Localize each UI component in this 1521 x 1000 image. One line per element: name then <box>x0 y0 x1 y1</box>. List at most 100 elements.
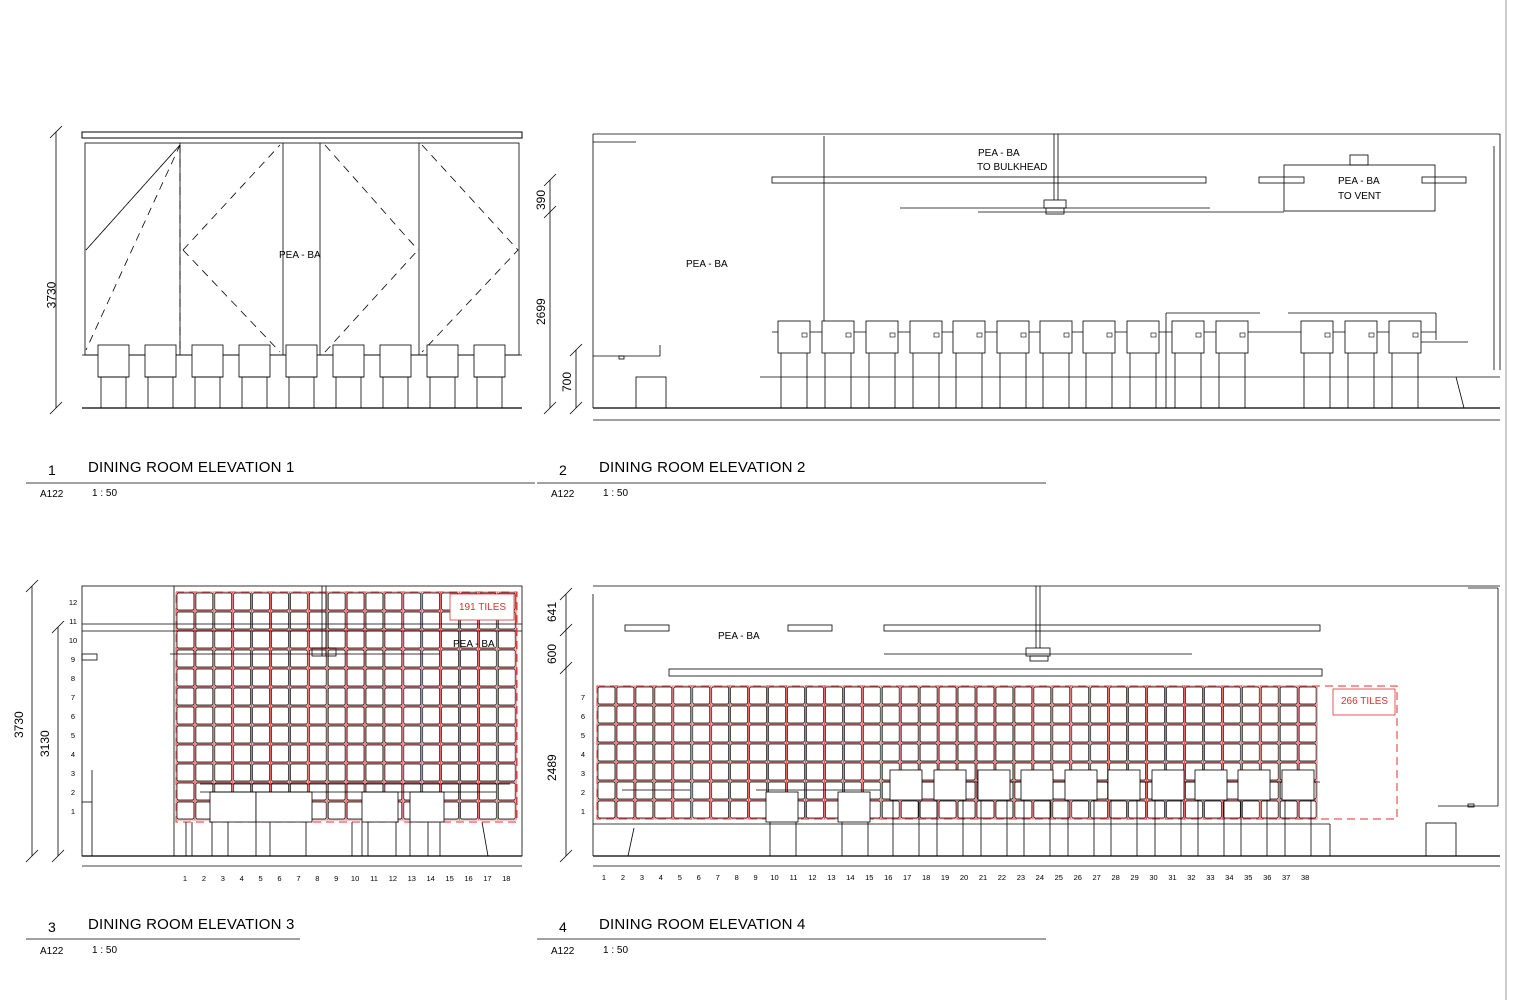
e4-tile-edge <box>710 780 730 801</box>
e4-tile <box>1185 705 1203 724</box>
e3-tile <box>233 706 251 725</box>
e4-col-tick: 3 <box>640 873 644 882</box>
e4-col-tick: 25 <box>1055 873 1063 882</box>
e4-tile <box>938 705 957 724</box>
e3-tile <box>365 649 384 668</box>
e4-tile-edge <box>1222 723 1242 744</box>
e3-tile <box>365 744 384 763</box>
e3-tile <box>233 763 251 782</box>
e4-tile <box>597 705 616 724</box>
e3-tile-edge <box>497 667 517 688</box>
e3-tile <box>195 744 214 763</box>
e4-tile <box>635 781 654 800</box>
e3-tile-edge <box>194 762 215 783</box>
e3-tile <box>327 801 346 820</box>
e4-tile-edge <box>918 742 939 763</box>
e3-tile <box>403 763 422 782</box>
e4-tile <box>1204 743 1222 762</box>
e3-tile <box>441 687 459 706</box>
e3-tile <box>384 763 403 782</box>
e4-tile <box>597 800 616 819</box>
e3-tile <box>252 725 270 744</box>
e3-tile <box>460 649 478 668</box>
e3-tile-edge <box>345 743 366 764</box>
e4-tile <box>1090 705 1108 724</box>
e4-tile-edge <box>881 742 901 763</box>
e4-col-tick: 23 <box>1017 873 1025 882</box>
e4-tile <box>597 781 616 800</box>
e3-tile-edge <box>232 762 252 783</box>
e4-tile-edge <box>615 742 636 763</box>
e4-tile-edge <box>899 723 920 744</box>
e3-tile <box>497 706 516 725</box>
e4-tile-edge <box>956 685 977 706</box>
e3-tile-edge <box>308 686 328 707</box>
e4-tile <box>1147 686 1165 705</box>
e4-tile-edge <box>1013 723 1034 744</box>
e4-col-tick: 13 <box>827 873 835 882</box>
e4-stool <box>977 769 1011 856</box>
e4-stool <box>1151 769 1185 856</box>
e4-tile <box>711 743 730 762</box>
e4-tile <box>1052 724 1071 743</box>
e3-tile-edge <box>326 724 347 745</box>
e3-row-tick: 12 <box>69 598 77 607</box>
e3-tile-edge <box>478 762 498 783</box>
e3-tile-edge <box>421 591 441 612</box>
e2-stool <box>1215 320 1249 408</box>
e3-tile <box>233 687 251 706</box>
e1-title: DINING ROOM ELEVATION 1 <box>88 459 295 476</box>
e3-tile-edge <box>478 743 498 764</box>
e4-tile <box>654 686 673 705</box>
e4-tile <box>862 762 881 781</box>
e3-tile <box>441 782 459 801</box>
e3-tile-edge <box>308 667 328 688</box>
e3-col-tick: 2 <box>202 874 206 883</box>
e4-tile-edge <box>1070 723 1090 744</box>
e3-tile-edge <box>421 705 441 726</box>
e4-tile-count: 266 TILES <box>1341 696 1389 707</box>
e3-tile-edge <box>364 648 385 669</box>
e3-tile-edge <box>194 743 215 764</box>
e4-stool <box>1020 769 1054 856</box>
e4-tile-edge <box>634 780 655 801</box>
e4-tile-edge <box>1165 685 1185 706</box>
e4-tile <box>1071 705 1090 724</box>
e4-tile <box>616 705 635 724</box>
e4-tile-edge <box>767 761 787 782</box>
e4-tile <box>692 743 711 762</box>
e4-tile-edge <box>615 685 636 706</box>
e4-tile-edge <box>1184 723 1204 744</box>
e4-col-tick: 12 <box>808 873 816 882</box>
e4-tile <box>1014 686 1033 705</box>
e4-tile-edge <box>748 704 768 725</box>
e3-tile-edge <box>289 629 309 650</box>
e4-tile <box>881 743 900 762</box>
e3-tile-edge <box>345 591 366 612</box>
e3-tile <box>233 630 251 649</box>
e3-tile-edge <box>232 743 252 764</box>
e4-tile-edge <box>710 742 730 763</box>
e3-tile-edge <box>421 686 441 707</box>
e4-tile-edge <box>767 723 787 744</box>
e2-stool <box>865 320 899 408</box>
e3-tile-edge <box>326 743 347 764</box>
e3-tile-edge <box>326 629 347 650</box>
e4-col-tick: 37 <box>1282 873 1290 882</box>
e4-tile <box>616 762 635 781</box>
e3-tile-edge <box>497 724 517 745</box>
e4-tile <box>1298 743 1317 762</box>
e3-tile-edge <box>308 743 328 764</box>
e3-tile-edge <box>175 781 196 802</box>
elevation-3-tile-grid <box>175 591 517 821</box>
e1-chair <box>97 344 130 408</box>
e4-tile-edge <box>994 723 1015 744</box>
e1-scale: 1 : 50 <box>92 488 118 499</box>
e4-tile-edge <box>937 799 958 820</box>
e4-tile <box>843 743 862 762</box>
e3-col-tick: 18 <box>502 874 510 883</box>
e3-tile <box>233 592 251 611</box>
e4-tile <box>900 686 919 705</box>
e3-tile-edge <box>232 705 252 726</box>
e3-tile <box>176 592 195 611</box>
